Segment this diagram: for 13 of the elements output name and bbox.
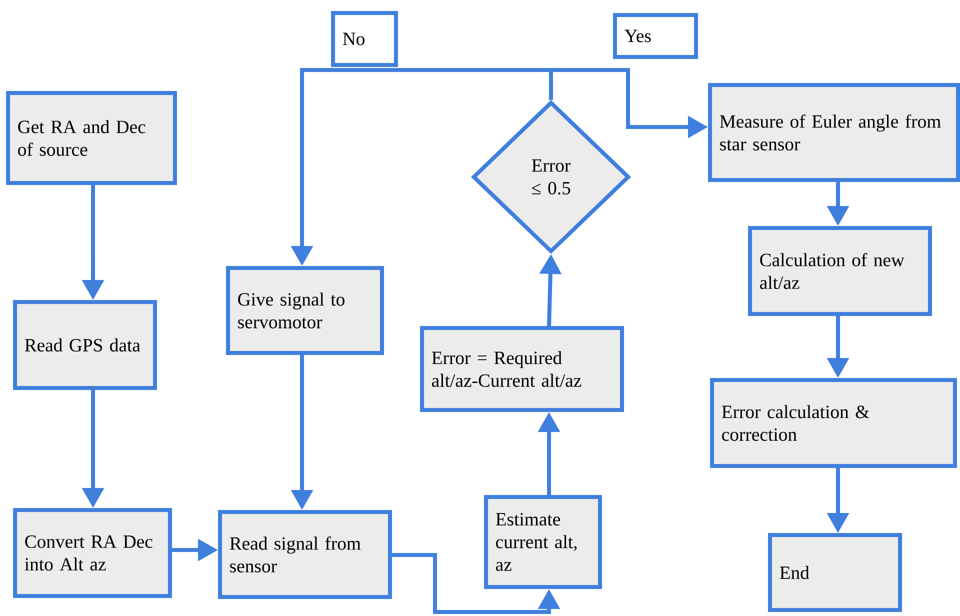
process-box: Error = Required alt/az-Current alt/az [420, 326, 624, 412]
process-box: Give signal to servomotor [226, 266, 384, 356]
process-box: Convert RA Dec into Alt az [13, 508, 172, 598]
process-box: Measure of Euler angle from star sensor [708, 83, 960, 182]
process-box: Read signal from sensor [218, 510, 392, 600]
branch-label-box: Yes [612, 13, 698, 59]
process-box: Estimate current alt, az [484, 495, 602, 589]
process-box: Get RA and Dec of source [6, 91, 177, 185]
process-box: End [768, 533, 902, 612]
process-box: Calculation of new alt/az [748, 226, 932, 316]
branch-label-box: No [331, 11, 398, 67]
process-box: Read GPS data [13, 300, 157, 390]
process-box: Error calculation & correction [710, 378, 957, 468]
